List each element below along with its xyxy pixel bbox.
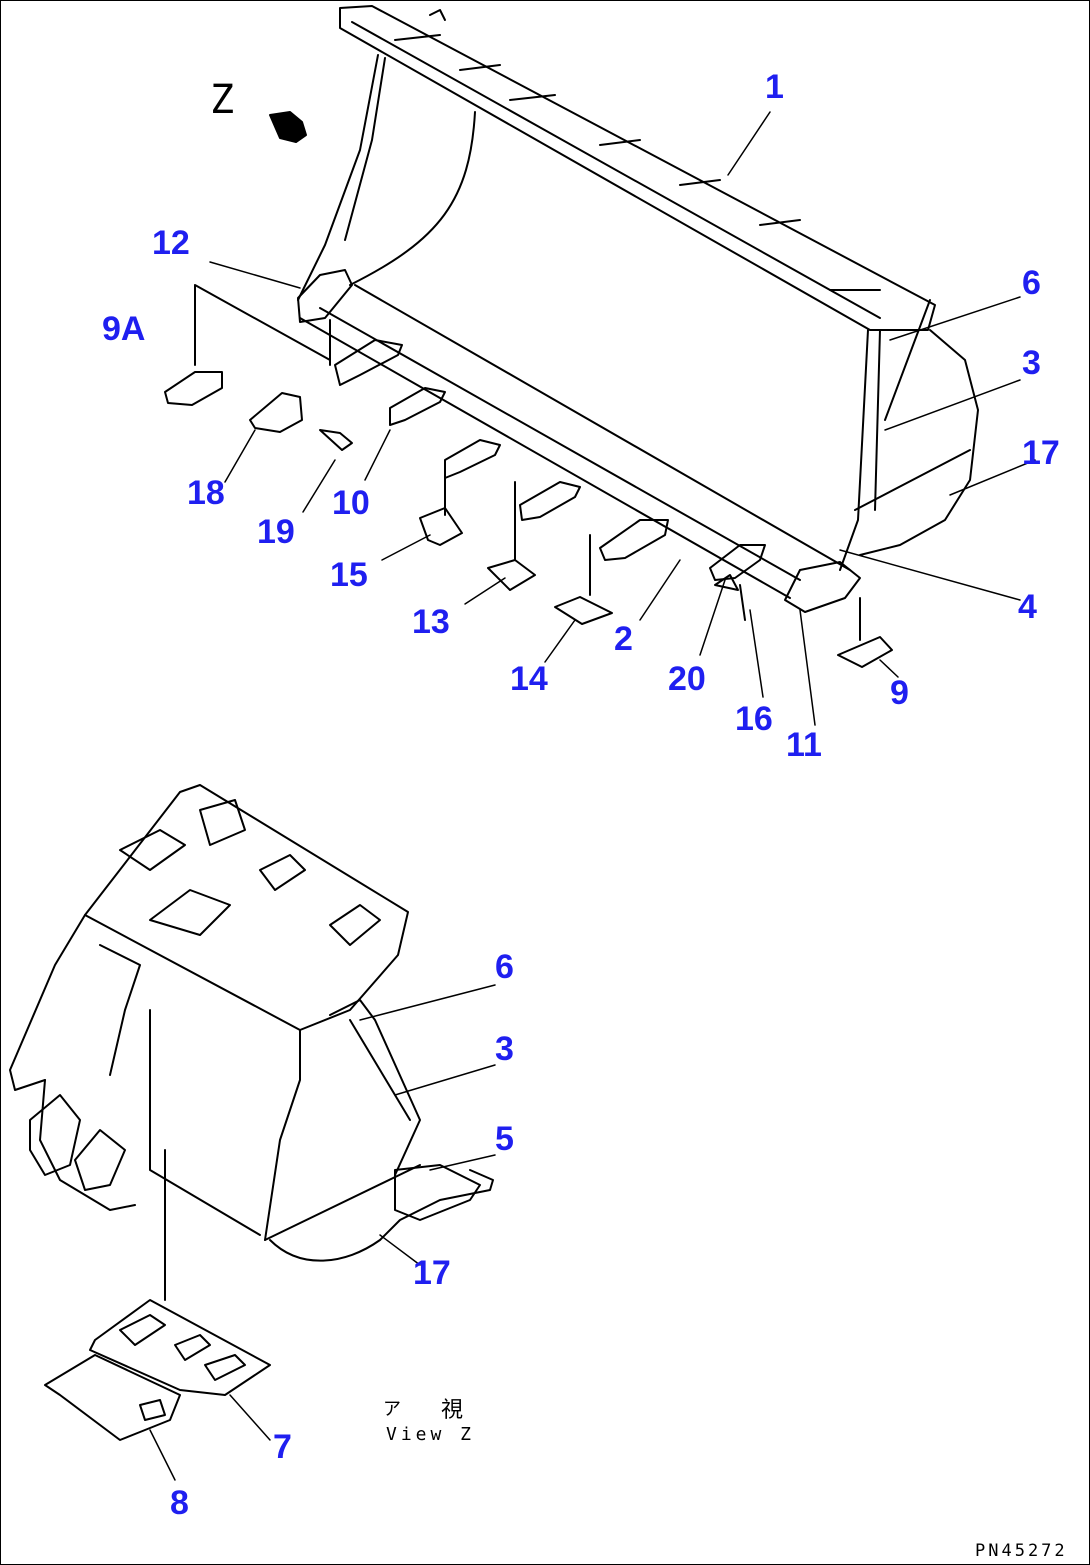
callout-6-bottom: 6 [495,948,514,986]
callout-7: 7 [273,1428,292,1466]
bucket-view-z [9,784,494,1301]
callout-9a: 9A [102,310,146,348]
callout-12: 12 [152,224,190,262]
view-z-marker: Z [210,77,235,123]
callout-3-top: 3 [1022,344,1041,382]
callout-2: 2 [614,620,633,658]
callout-20: 20 [668,660,706,698]
view-caption-en: View Z [386,1424,476,1445]
view-caption-jp-left: ア [383,1399,401,1420]
drawing-id: PN45272 [975,1541,1068,1561]
callout-9: 9 [890,674,909,712]
callout-5: 5 [495,1120,514,1158]
callout-4: 4 [1018,588,1037,626]
callout-16: 16 [735,700,773,738]
callout-17-bottom: 17 [413,1254,451,1292]
wear-plates-bottom [44,1299,271,1441]
leader-lines-top [209,111,1036,726]
callout-15: 15 [330,556,368,594]
view-caption-jp-right: 視 [441,1398,464,1423]
callout-1: 1 [765,68,784,106]
callout-18: 18 [187,474,225,512]
callout-13: 13 [412,603,450,641]
callout-19: 19 [257,513,295,551]
callout-10: 10 [332,484,370,522]
callout-17-top: 17 [1022,434,1060,472]
callout-11: 11 [786,726,822,764]
callout-8: 8 [170,1484,189,1522]
bucket-top-view [194,5,979,641]
leader-lines-bottom [149,984,496,1481]
callout-6-top: 6 [1022,264,1041,302]
callout-14: 14 [510,660,548,698]
callout-3-bottom: 3 [495,1030,514,1068]
